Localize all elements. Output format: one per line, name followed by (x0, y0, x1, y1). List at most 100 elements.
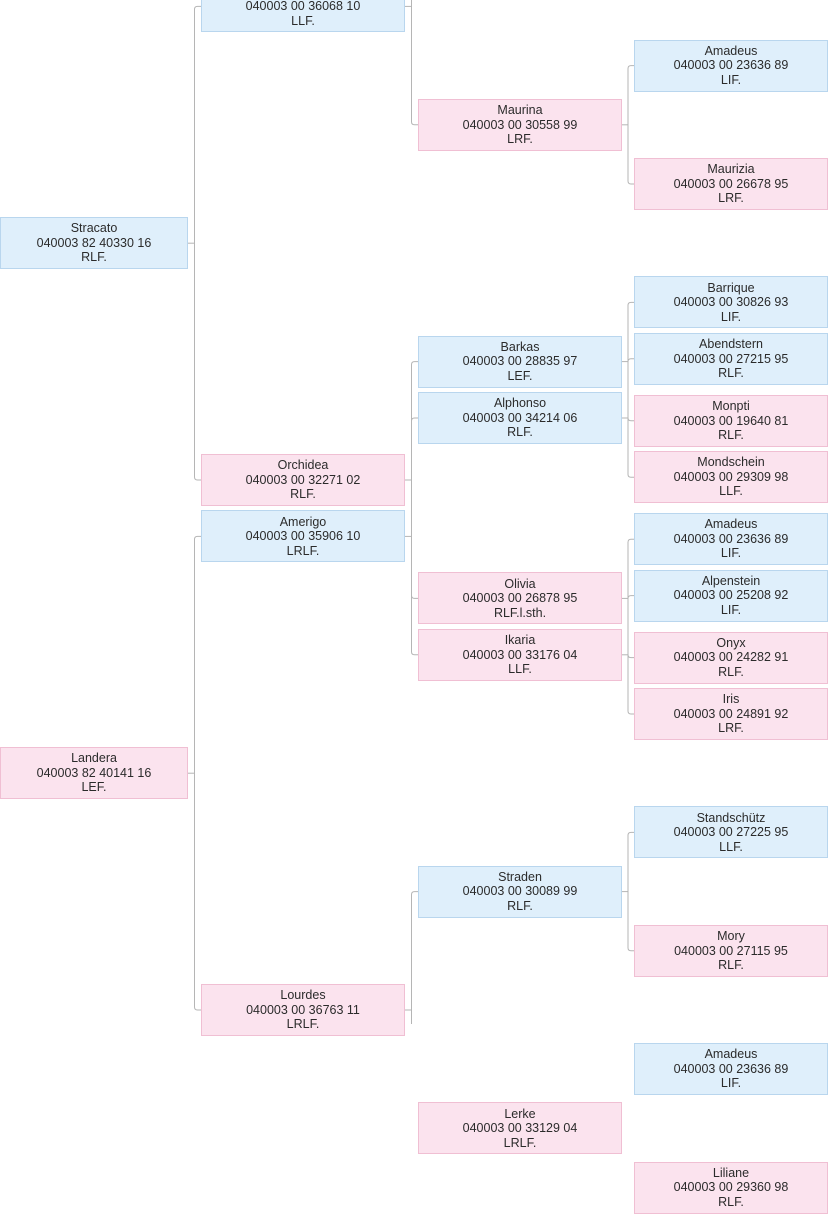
node-code: LIF. (720, 546, 742, 561)
node-name: Orchidea (277, 458, 329, 473)
node-id: 040003 00 27215 95 (673, 351, 789, 366)
node-code: LIF. (720, 1076, 742, 1091)
node-name: Abendstern (699, 337, 763, 352)
node-code: LRF. (718, 191, 744, 206)
node-code: LRF. (507, 132, 533, 147)
node-name: Ikaria (504, 633, 536, 648)
node-name: Monpti (712, 399, 750, 414)
node-name: Standschütz (696, 810, 766, 825)
node-id: 040003 00 36763 11 (246, 1002, 360, 1017)
node-id: 040003 00 19640 81 (673, 413, 789, 428)
connector-branch (194, 5, 201, 481)
node-id: 040003 00 29309 98 (673, 469, 789, 484)
node-name: Mory (717, 929, 745, 944)
node-id: 040003 00 23636 89 (673, 1061, 789, 1076)
node-id: 040003 00 24891 92 (673, 706, 789, 721)
node-id: 040003 00 23636 89 (673, 531, 789, 546)
node-id: 040003 00 33129 04 (462, 1121, 578, 1136)
node-name: Alphonso (493, 396, 547, 411)
node-name: Onyx (716, 635, 746, 650)
node-code: LRF. (718, 721, 744, 736)
node-id: 040003 00 26678 95 (673, 176, 789, 191)
connector-branch (194, 535, 201, 1011)
node-id: 040003 82 40141 16 (36, 765, 152, 780)
node-id: 040003 82 40330 16 (36, 235, 152, 250)
node-code: LRLF. (503, 1135, 537, 1150)
node-id: 040003 00 23636 89 (673, 58, 789, 73)
node-code: LLF. (719, 484, 743, 499)
node-id: 040003 00 34214 06 (462, 410, 578, 425)
node-name: Maurizia (707, 162, 755, 177)
node-name: Landera (71, 751, 117, 766)
node-code: RLF. (81, 250, 107, 265)
node-code: RLF. (718, 428, 744, 443)
node-id: 040003 00 36068 10 (245, 0, 361, 14)
node-id: 040003 00 32271 02 (245, 472, 361, 487)
node-id: 040003 00 25208 92 (673, 588, 789, 603)
node-id: 040003 00 27225 95 (673, 825, 789, 840)
node-name: Amadeus (704, 1047, 758, 1062)
node-code: LLF. (291, 13, 315, 28)
node-name: Lourdes (280, 988, 326, 1003)
node-name: Amadeus (704, 43, 758, 58)
node-id: 040003 00 33176 04 (462, 647, 578, 662)
node-code: LLF. (719, 839, 743, 854)
connector-branch (411, 891, 418, 1024)
node-name: Mondschein (697, 455, 765, 470)
node-code: LEF. (81, 780, 107, 795)
node-id: 040003 00 29360 98 (673, 1180, 789, 1195)
node-code: LRLF. (286, 543, 320, 558)
node-code: LIF. (720, 309, 742, 324)
node-id: 040003 00 30826 93 (673, 295, 789, 310)
node-id: 040003 00 30558 99 (462, 117, 578, 132)
node-code: LLF. (508, 662, 532, 677)
node-code: LIF. (720, 72, 742, 87)
node-code: RLF. (718, 366, 744, 381)
node-code: LEF. (507, 368, 533, 383)
connector-branch (627, 595, 634, 715)
node-name: Straden (498, 869, 542, 884)
connector-branch (627, 358, 634, 478)
node-id: 040003 00 27115 95 (674, 943, 788, 958)
node-code: RLF.l.sth. (493, 605, 547, 620)
node-id: 040003 00 24282 91 (673, 650, 789, 665)
connector-branch (411, 0, 418, 126)
node-code: LRLF. (286, 1017, 320, 1032)
node-code: LIF. (720, 602, 742, 617)
connector-branch (411, 417, 418, 656)
node-code: RLF. (507, 425, 533, 440)
node-id: 040003 00 30089 99 (462, 884, 578, 899)
node-id: 040003 00 35906 10 (245, 529, 361, 544)
connector-lines (188, 0, 634, 1024)
node-code: RLF. (718, 1194, 744, 1209)
node-name: Amerigo (279, 514, 327, 529)
node-name: Iris (722, 692, 740, 707)
connector-branch (627, 65, 634, 185)
node-name: Amadeus (704, 517, 758, 532)
